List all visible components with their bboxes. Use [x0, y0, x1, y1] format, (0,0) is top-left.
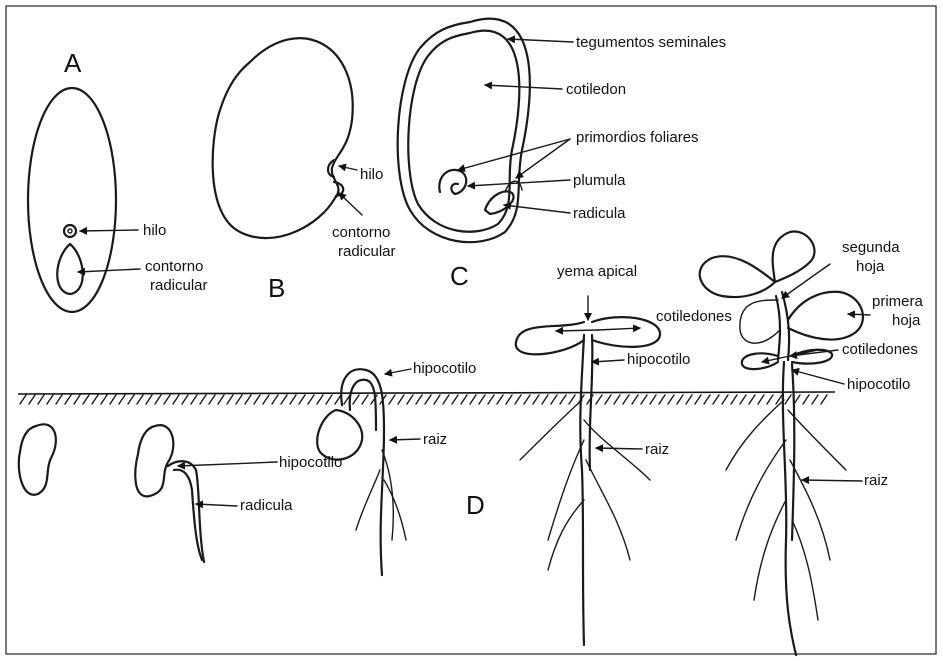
panel-c-seed-section: [398, 19, 573, 243]
d-seedling-stage2: [135, 425, 277, 562]
label-d2-hipocotilo: hipocotilo: [279, 454, 342, 471]
label-a-radicular: radicular: [150, 277, 208, 294]
label-a-contorno: contorno: [145, 258, 203, 275]
d-seedling-stage5: [700, 232, 870, 655]
label-d3-raiz: raiz: [423, 431, 447, 448]
label-c-tegumentos: tegumentos seminales: [576, 34, 726, 51]
label-d4-cotiledones: cotiledones: [656, 308, 732, 325]
label-a-hilo: hilo: [143, 222, 166, 239]
label-b-hilo: hilo: [360, 166, 383, 183]
panel-label-b: B: [268, 273, 285, 303]
panel-label-d: D: [466, 490, 485, 520]
hilo-a: [64, 225, 76, 237]
figure-frame: [6, 6, 936, 654]
label-d5-segunda-hoja: hoja: [856, 258, 885, 275]
label-d3-hipocotilo: hipocotilo: [413, 360, 476, 377]
label-c-plumula: plumula: [573, 172, 626, 189]
plumule: [439, 170, 466, 194]
label-c-primordios: primordios foliares: [576, 129, 699, 146]
seed-outline-a: [28, 88, 116, 312]
panel-label-c: C: [450, 261, 469, 291]
label-c-cotiledon: cotiledon: [566, 81, 626, 98]
seed-outline-b: [213, 38, 353, 238]
label-d5-primera-hoja: hoja: [892, 312, 921, 329]
label-d2-radicula: radicula: [240, 497, 293, 514]
testa-outer: [398, 19, 530, 243]
label-d5-primera: primera: [872, 293, 924, 310]
label-d4-yema: yema apical: [557, 263, 637, 280]
label-d5-cotiledones: cotiledones: [842, 341, 918, 358]
label-b-contorno: contorno: [332, 224, 390, 241]
label-d5-raiz: raiz: [864, 472, 888, 489]
panel-b-seed: [213, 38, 362, 238]
radicle-outline-a: [57, 244, 83, 294]
label-b-radicular: radicular: [338, 243, 396, 260]
label-c-radicula: radicula: [573, 205, 626, 222]
d-seedling-stage3: [317, 369, 420, 575]
label-d4-hipocotilo: hipocotilo: [627, 351, 690, 368]
d-seedling-stage4: [516, 296, 660, 645]
label-d5-segunda: segunda: [842, 239, 900, 256]
soil-surface: [18, 392, 835, 404]
d-seed-stage1: [19, 424, 56, 494]
cotyledon-outline: [408, 31, 519, 232]
panel-a-seed: [28, 88, 140, 312]
label-d4-raiz: raiz: [645, 441, 669, 458]
panel-label-a: A: [64, 48, 82, 78]
label-d5-hipocotilo: hipocotilo: [847, 376, 910, 393]
